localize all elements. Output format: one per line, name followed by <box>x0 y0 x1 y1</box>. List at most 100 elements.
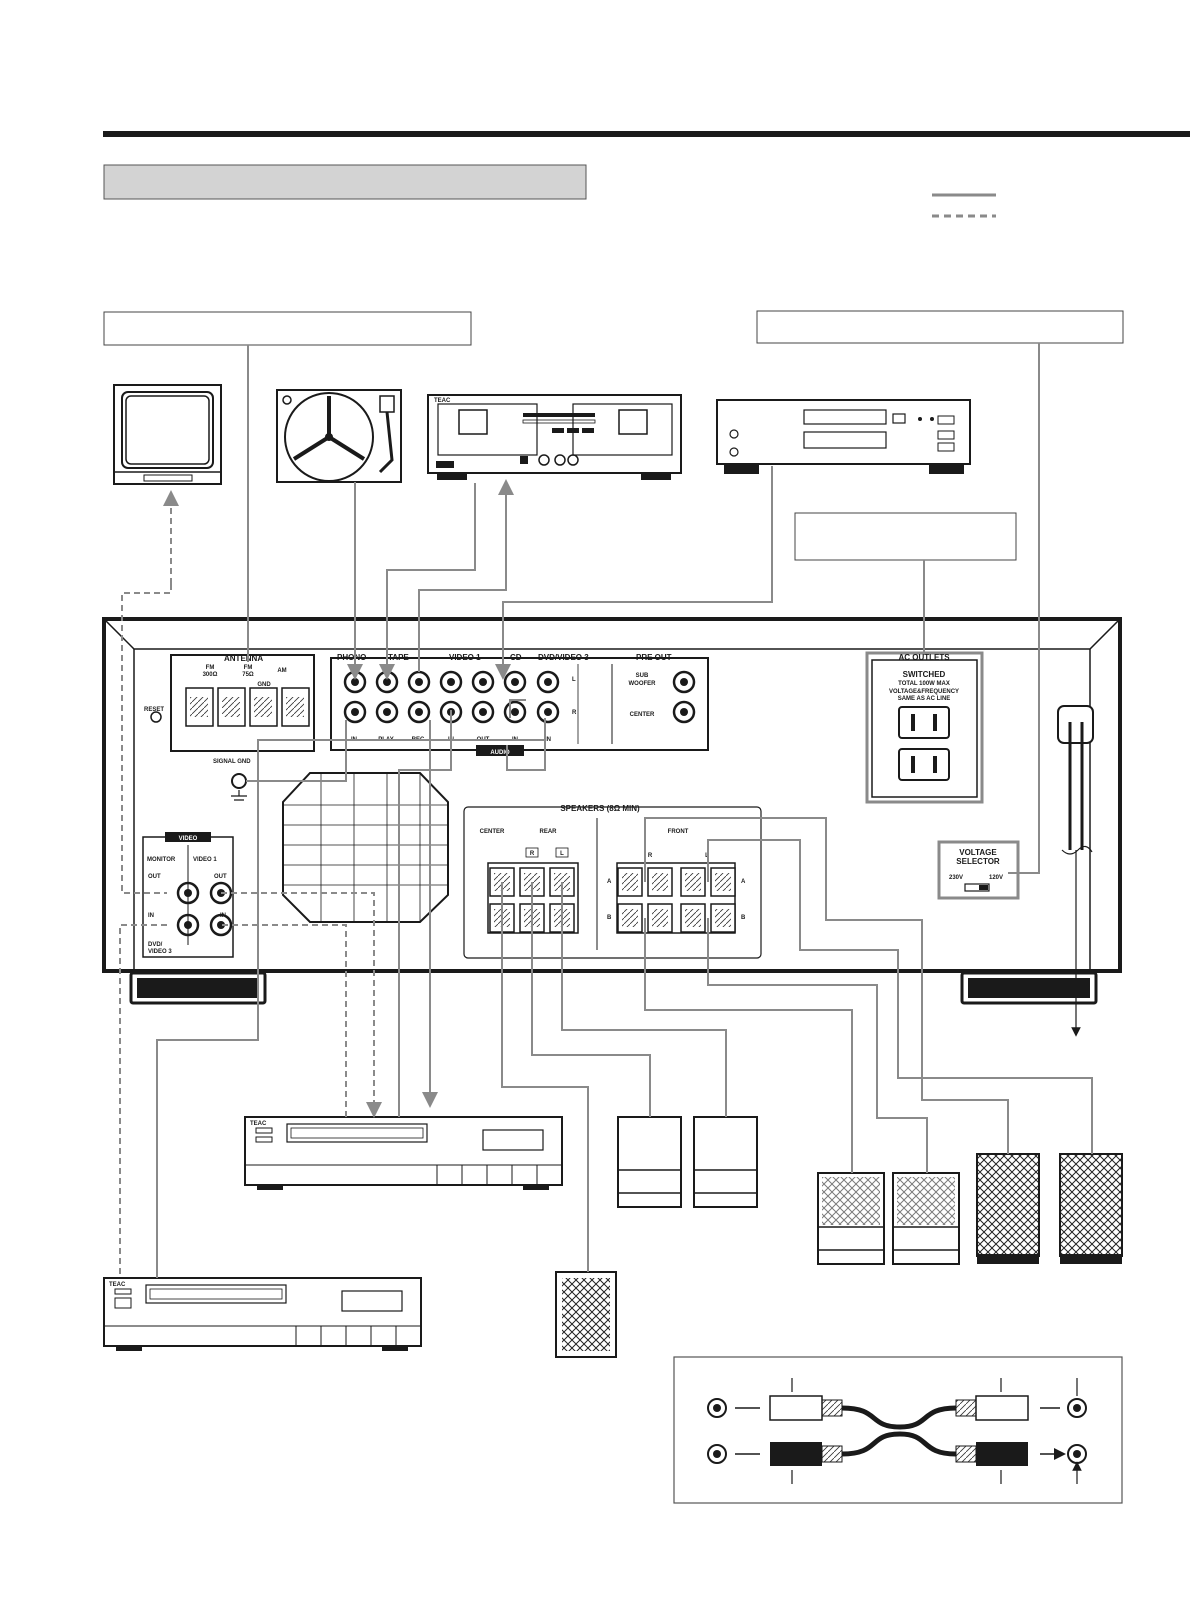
input-header-pre-out: PRE OUT <box>636 653 672 662</box>
video-monitor-label: MONITOR <box>147 857 176 863</box>
rca-jack-center <box>680 708 688 716</box>
turntable-icon <box>277 390 401 482</box>
rca-jack-center <box>351 708 359 716</box>
speaker-icon <box>977 1154 1039 1264</box>
speaker-icon <box>1060 1154 1122 1264</box>
ac-outlet-callout-box <box>795 513 1016 560</box>
signal-gnd-terminal[interactable] <box>232 774 246 788</box>
legend <box>932 195 996 216</box>
antenna-title: ANTENNA <box>224 654 263 663</box>
rca-jack-center <box>680 678 688 686</box>
speakers-rear-label: REAR <box>539 829 557 835</box>
antenna-fm75-label: FM <box>244 665 253 671</box>
cassette-deck-icon: TEAC <box>428 395 681 480</box>
video-dvd-label-1: DVD/ <box>148 942 163 948</box>
ac-outlets-title: AC OUTLETS <box>898 653 950 662</box>
rca-jack-center <box>544 678 552 686</box>
voltage-title-1: VOLTAGE <box>959 848 997 857</box>
speaker-icon <box>618 1117 681 1207</box>
rca-jack-center <box>415 708 423 716</box>
section-title-box <box>104 165 586 199</box>
channel-r-label: R <box>572 710 577 716</box>
input-header-video1: VIDEO 1 <box>449 653 481 662</box>
voltage-230: 230V <box>949 875 963 881</box>
speakers-front-label: FRONT <box>668 829 689 835</box>
vcr2-brand: TEAC <box>109 1282 126 1288</box>
reset-button[interactable] <box>151 712 161 722</box>
power-callout-box <box>757 311 1123 343</box>
ac-outlet-1[interactable] <box>899 707 949 738</box>
subwoofer-icon <box>556 1272 616 1357</box>
vcr-icon: TEAC <box>104 1278 421 1351</box>
rca-jack-center <box>479 678 487 686</box>
cassette-brand: TEAC <box>434 398 451 404</box>
rca-jack-center <box>544 708 552 716</box>
antenna-callout-box <box>104 312 471 345</box>
rca-jack-center <box>383 708 391 716</box>
ac-voltage-label: VOLTAGE&FREQUENCY <box>889 689 959 695</box>
speaker-terminal-hatch <box>685 909 701 927</box>
rca-jack-center <box>383 678 391 686</box>
rca-cable-inset <box>674 1357 1122 1503</box>
antenna-fm300-value: 300Ω <box>203 672 218 678</box>
video-out-left: OUT <box>148 874 161 880</box>
ac-same-label: SAME AS AC LINE <box>898 696 951 702</box>
header-rule <box>103 131 1190 137</box>
vcr-icon: TEAC <box>245 1117 562 1190</box>
voltage-title-2: SELECTOR <box>956 857 1000 866</box>
speakers-a-right: A <box>741 879 746 885</box>
voltage-selector: VOLTAGE SELECTOR 230V 120V <box>939 842 1018 898</box>
input-header-cd: CD <box>510 653 522 662</box>
rca-jack-center <box>351 678 359 686</box>
reset-label: RESET <box>144 707 164 713</box>
ac-outlet-2[interactable] <box>899 749 949 780</box>
front-a-speakers <box>977 1154 1122 1264</box>
input-header-dvd-video3: DVD/VIDEO 3 <box>538 653 589 662</box>
rca-jack-center <box>511 678 519 686</box>
antenna-fm75-value: 75Ω <box>242 672 254 678</box>
video-dvd-label-2: VIDEO 3 <box>148 949 172 955</box>
voltage-120: 120V <box>989 875 1003 881</box>
video-title: VIDEO <box>179 836 198 842</box>
speaker-icon <box>893 1173 959 1264</box>
ac-switched-label: SWITCHED <box>903 670 946 679</box>
speaker-terminal-hatch <box>622 873 638 891</box>
speaker-terminal-hatch <box>715 909 731 927</box>
antenna-gnd-label: GND <box>257 682 271 688</box>
speaker-terminal-hatch <box>652 873 668 891</box>
vcr1-brand: TEAC <box>250 1121 267 1127</box>
input-header-phono: PHONO <box>337 653 366 662</box>
video-in-right: IN <box>220 913 226 919</box>
video-out-right: OUT <box>214 874 227 880</box>
speaker-icon <box>694 1117 757 1207</box>
speakers-rear-l: L <box>560 851 564 857</box>
speaker-terminal-hatch <box>715 873 731 891</box>
front-b-speakers <box>818 1173 959 1264</box>
video-video1-label: VIDEO 1 <box>193 857 217 863</box>
speakers-front-r: R <box>648 853 653 859</box>
tv-icon <box>114 385 221 484</box>
ac-total-label: TOTAL 100W MAX <box>898 681 950 687</box>
speaker-terminal-hatch <box>685 873 701 891</box>
speaker-terminal-hatch <box>652 909 668 927</box>
speakers-center-label: CENTER <box>480 829 505 835</box>
cd-player-icon <box>717 400 970 474</box>
pre-out-center-label: CENTER <box>630 712 655 718</box>
speakers-rear-r: R <box>530 851 535 857</box>
rca-jack-center <box>511 708 519 716</box>
input-header-tape: TAPE <box>388 653 409 662</box>
video-in-left: IN <box>148 913 154 919</box>
antenna-fm300-label: FM <box>206 665 215 671</box>
pre-out-sub-label-1: SUB <box>636 673 649 679</box>
speakers-a-left: A <box>607 879 612 885</box>
signal-gnd-label: SIGNAL GND <box>213 759 251 765</box>
speakers-title: SPEAKERS (8Ω MIN) <box>560 804 640 813</box>
rear-speakers <box>618 1117 757 1207</box>
antenna-am-label: AM <box>277 668 286 674</box>
speaker-icon <box>818 1173 884 1264</box>
speaker-terminal-hatch <box>622 909 638 927</box>
pre-out-sub-label-2: WOOFER <box>629 681 657 687</box>
center-speaker <box>556 1272 616 1357</box>
rca-jack-center <box>447 678 455 686</box>
channel-l-label: L <box>572 677 576 683</box>
